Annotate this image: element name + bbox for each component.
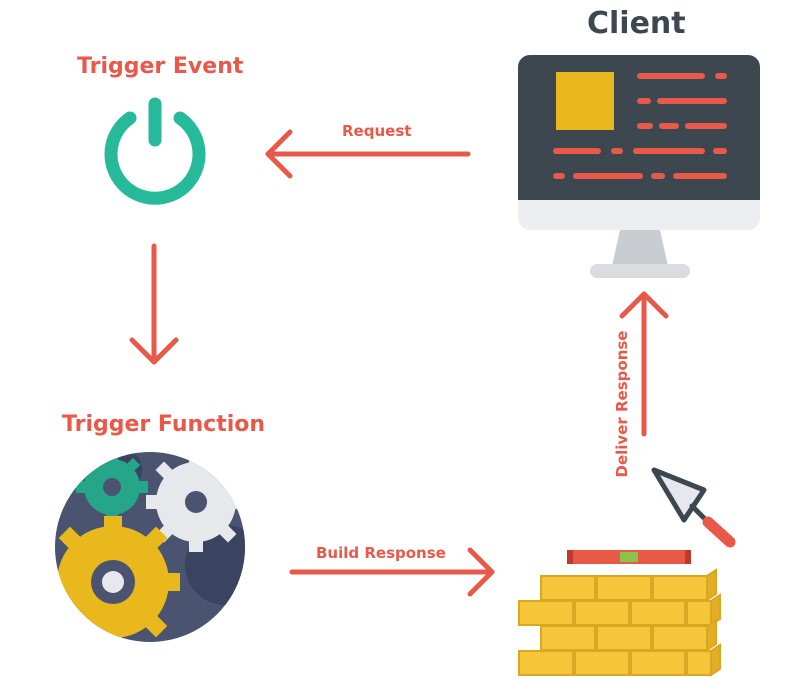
client-label: Client — [587, 6, 686, 41]
trowel-icon — [651, 467, 736, 548]
monitor-icon — [518, 55, 760, 278]
level-icon — [567, 550, 691, 564]
build-response-label: Build Response — [316, 544, 446, 562]
trigger-down-arrow — [129, 243, 179, 365]
bricks-icon — [518, 568, 721, 677]
trigger-event-label: Trigger Event — [77, 54, 244, 79]
deliver-response-arrow — [619, 291, 669, 437]
build-response-arrow — [289, 547, 495, 597]
gears-icon — [55, 452, 245, 642]
trigger-function-label: Trigger Function — [62, 412, 266, 437]
request-arrow — [265, 129, 471, 179]
power-icon — [104, 97, 206, 205]
request-label: Request — [342, 122, 412, 140]
deliver-response-label: Deliver Response — [613, 330, 631, 478]
